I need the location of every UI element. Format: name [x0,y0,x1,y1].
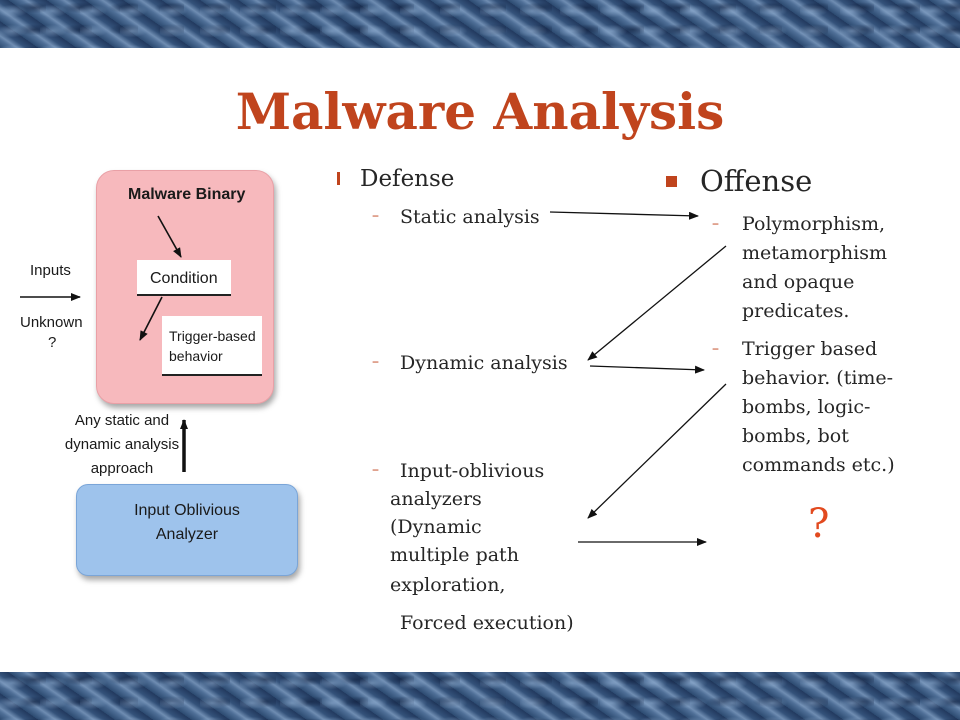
any-approach-line2: dynamic analysis [64,436,180,453]
inputs-label: Inputs [30,262,71,279]
offense-item-1-line: predicates. [742,300,850,322]
offense-item-2-line: behavior. (time- [742,367,894,389]
offense-bullet [666,176,677,187]
input-oblivious-analyzer-box [76,484,298,576]
any-approach-line1: Any static and [74,412,170,429]
arrow-static-to-polymorphism [549,211,699,220]
defense-heading: Defense [360,166,455,192]
offense-item-2-line: bombs, logic- [742,396,871,418]
top-decorative-band [0,0,960,48]
unknown-label: Unknown [20,314,83,331]
arrow-binary-to-condition [157,215,182,258]
defense-item-3-line: (Dynamic [390,516,482,538]
defense-item-3-line: Forced execution) [400,612,574,634]
arrow-trigger-to-input-oblivious [587,383,727,519]
offense-item-1-line: and opaque [742,271,855,293]
trigger-behavior-box [162,316,262,376]
malware-binary-label: Malware Binary [128,186,246,203]
arrow-dynamic-to-trigger [589,365,705,374]
offense-item-2-line: Trigger based [742,338,878,360]
analyzer-line1: Input Oblivious [134,502,240,519]
offense-item-1-line: Polymorphism, [742,213,886,235]
defense-item-1-dash: – [372,208,379,224]
offense-item-1-line: metamorphism [742,242,888,264]
analyzer-line2: Analyzer [155,526,219,543]
defense-item-2-dash: – [372,354,379,370]
bottom-decorative-band [0,672,960,720]
condition-label: Condition [150,270,218,287]
arrow-condition-to-trigger [139,296,163,341]
defense-item-3-line: analyzers [390,488,482,510]
trigger-behavior-line2: behavior [169,348,223,364]
offense-item-1-dash: – [712,216,719,232]
defense-item-3-line: multiple path [390,544,519,566]
offense-heading: Offense [700,164,813,198]
defense-item-3-line: Input-oblivious [400,460,545,482]
condition-box [137,260,231,296]
trigger-behavior-line1: Trigger-based [169,328,256,344]
any-approach-line3: approach [90,460,154,477]
defense-item-dynamic: Dynamic analysis [400,352,568,374]
unknown-question-mark: ? [48,334,57,351]
defense-item-3-line: exploration, [390,574,506,596]
offense-item-2-dash: – [712,341,719,357]
offense-item-2-line: commands etc.) [742,454,895,476]
defense-item-3-dash: – [372,462,379,478]
defense-bullet [337,172,340,185]
unknown-countermeasure-mark: ? [808,501,830,547]
arrow-polymorphism-to-dynamic [587,245,727,361]
offense-item-2-line: bombs, bot [742,425,849,447]
defense-item-static: Static analysis [400,206,540,228]
slide-title: Malware Analysis [235,82,725,141]
